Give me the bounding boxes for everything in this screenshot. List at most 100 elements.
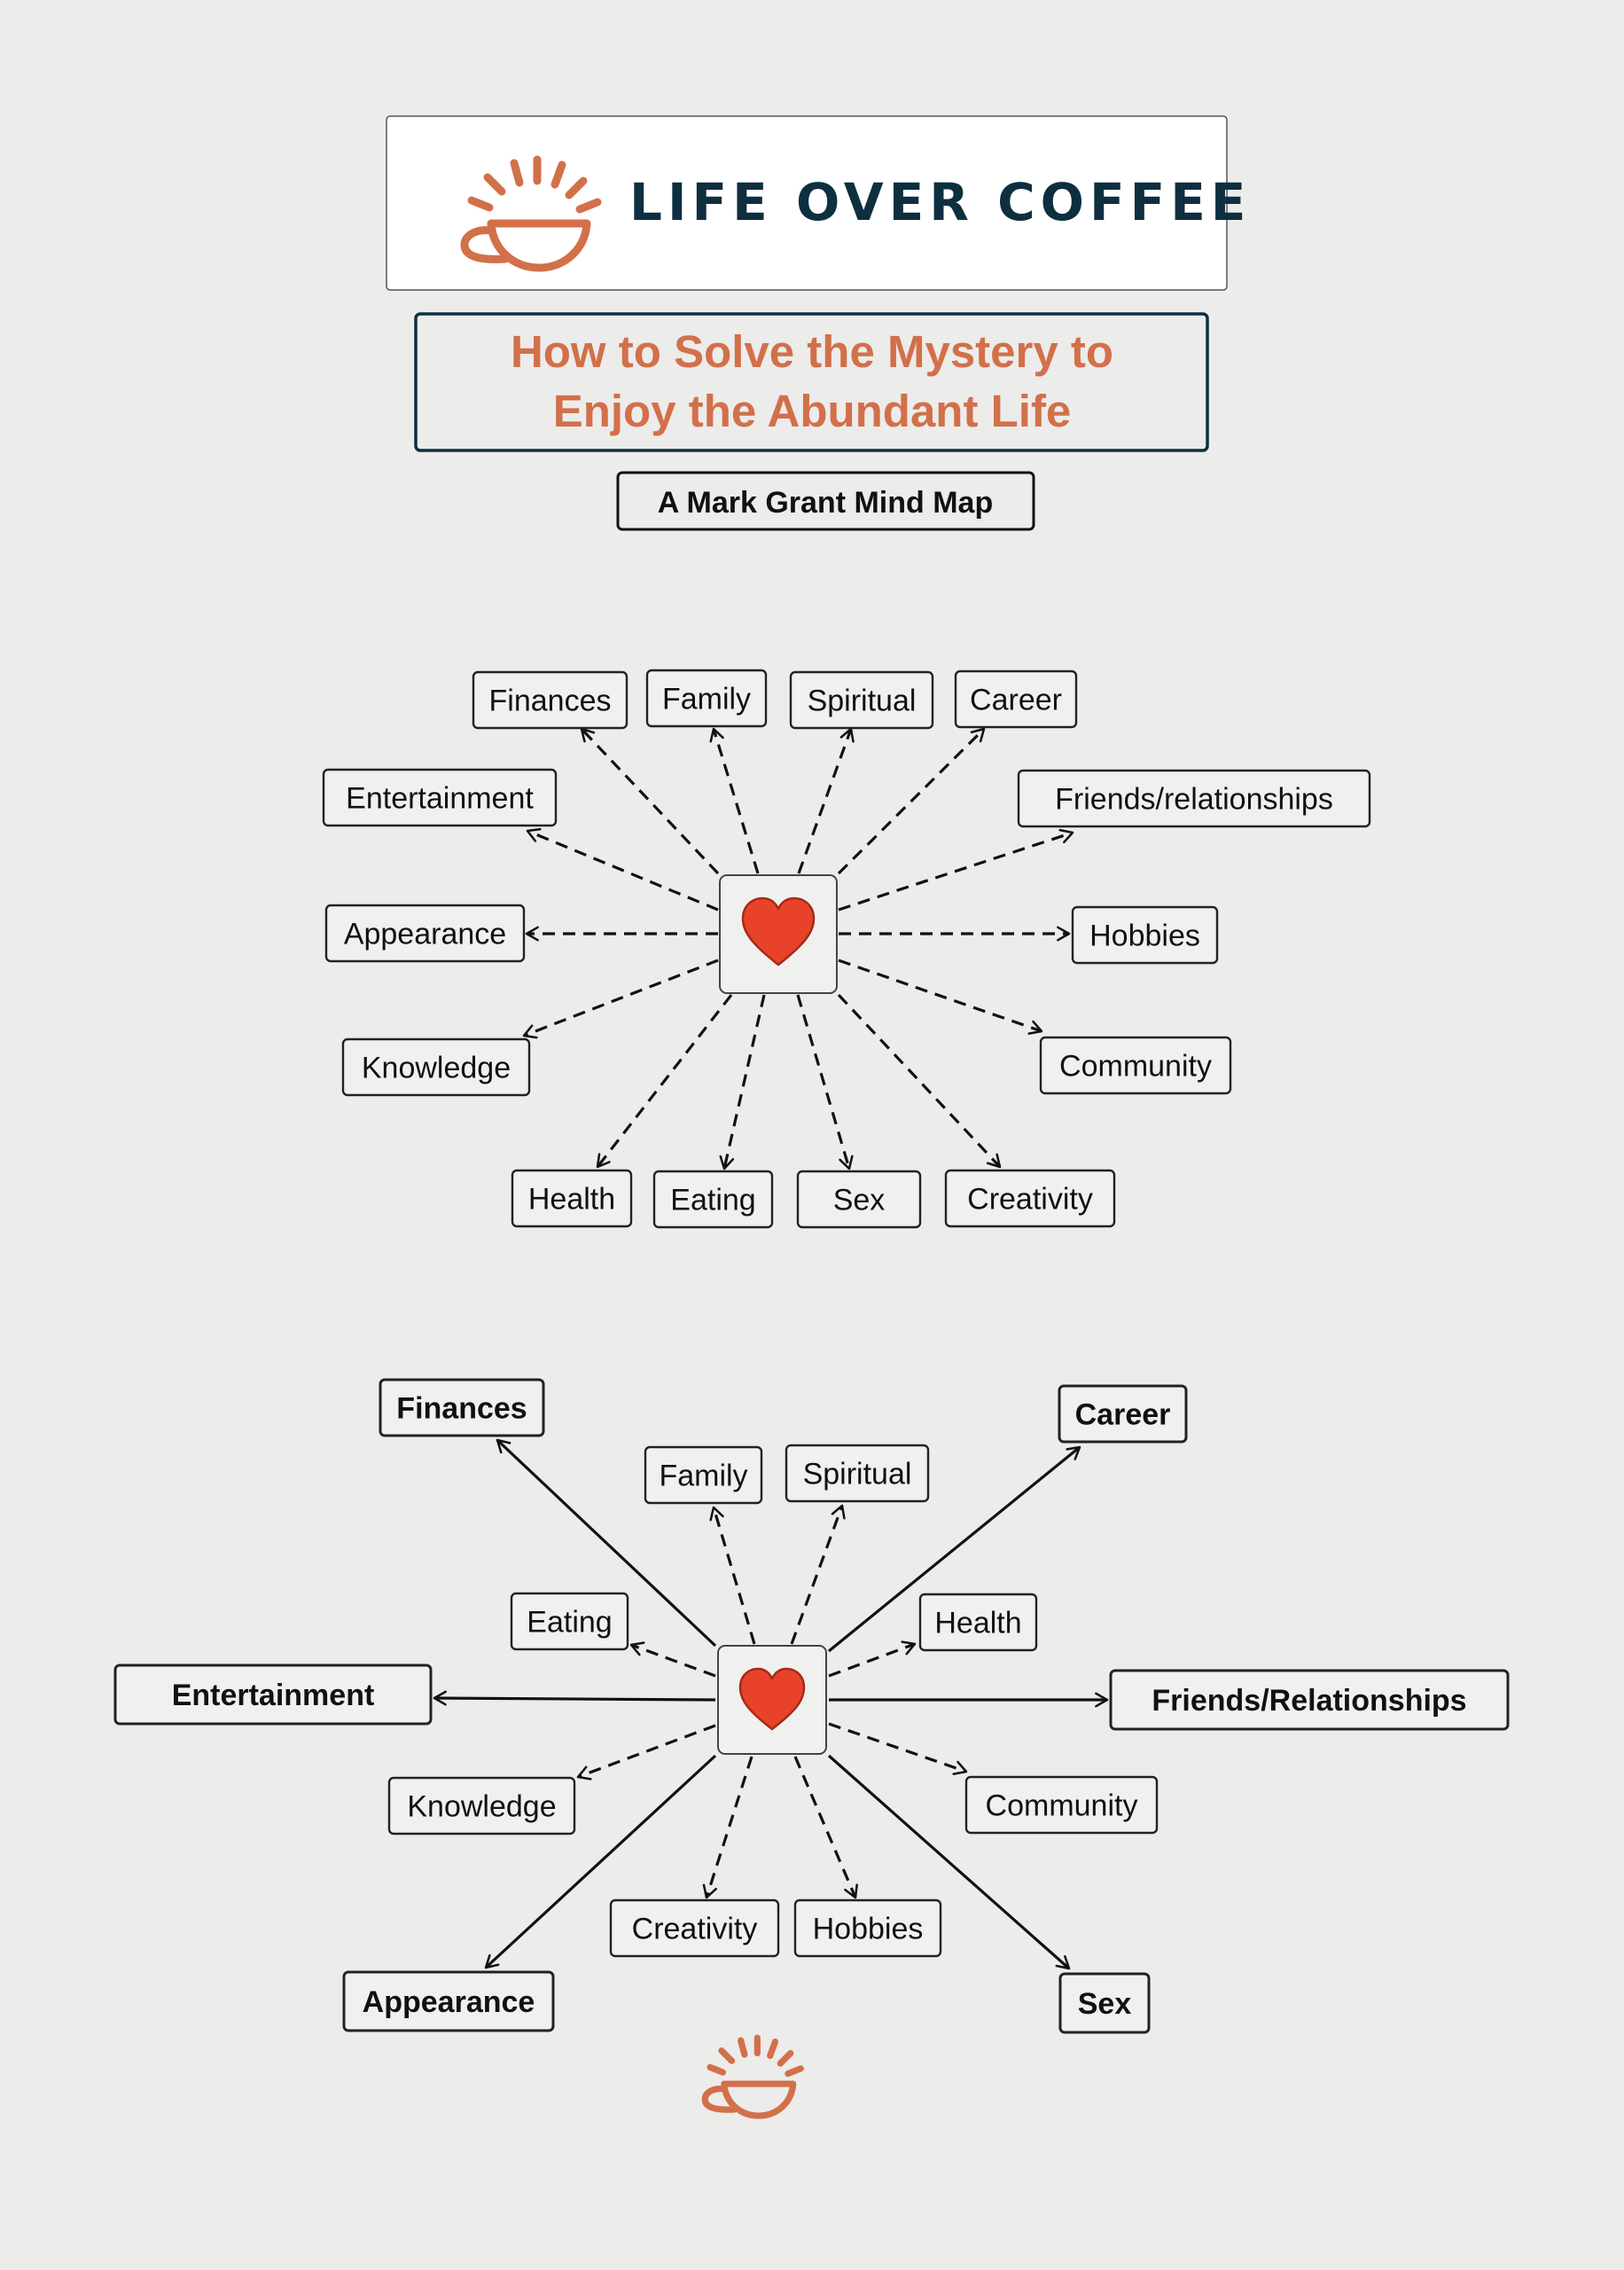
- map2-node-finances: Finances: [379, 1378, 545, 1437]
- map2-node-box: [379, 1378, 545, 1437]
- map1-node-career: Career: [954, 669, 1078, 729]
- map1-node-box: [1017, 769, 1371, 828]
- map2-node-sex: Sex: [1058, 1972, 1151, 2034]
- heart-icon: [738, 1667, 806, 1731]
- map1-node-box: [511, 1169, 633, 1228]
- map1-connector-sex: [796, 994, 854, 1170]
- map1-node-label: Entertainment: [346, 782, 534, 816]
- map2-node-label: Finances: [396, 1392, 527, 1426]
- map1-node-label: Hobbies: [1089, 920, 1200, 953]
- map1-node-box: [324, 904, 526, 963]
- map1-node-box: [1071, 905, 1219, 965]
- map1-connector-eating: [719, 994, 766, 1170]
- map1-node-label: Appearance: [344, 918, 506, 951]
- map2-node-spiritual: Spiritual: [785, 1444, 930, 1503]
- map1-connector-health: [596, 994, 733, 1169]
- map2-connector-community: [828, 1722, 968, 1775]
- map1-node-label: Eating: [670, 1184, 755, 1217]
- map2-connectors: [433, 1438, 1109, 1970]
- map2-node-box: [510, 1592, 629, 1651]
- map1-connectors: [522, 727, 1074, 1170]
- map2-node-label: Friends/Relationships: [1152, 1684, 1466, 1718]
- map2-connector-finances: [496, 1438, 717, 1648]
- map2-node-entertainment: Entertainment: [113, 1663, 433, 1726]
- map2-node-health: Health: [918, 1593, 1038, 1652]
- map1-node-family: Family: [645, 669, 768, 728]
- map1-node-box: [796, 1170, 922, 1229]
- map2-connector-appearance: [484, 1754, 717, 1969]
- map1-nodes: Finances Family Spiritual CareerEntertainme…: [322, 669, 1371, 1229]
- map1-node-sex: Sex: [796, 1170, 922, 1229]
- map1-connector-finances: [580, 727, 720, 875]
- title-box: How to Solve the Mystery to Enjoy the Ab…: [414, 312, 1209, 452]
- map1-node-label: Creativity: [967, 1183, 1093, 1217]
- map2-node-label: Appearance: [363, 1985, 535, 2019]
- map1-node-creativity: Creativity: [944, 1169, 1116, 1228]
- map1-node-spiritual: Spiritual: [789, 670, 934, 730]
- map2-connector-spiritual: [790, 1504, 846, 1645]
- map2-node-hobbies: Hobbies: [793, 1898, 942, 1958]
- title-line-2: Enjoy the Abundant Life: [553, 386, 1072, 436]
- map1-node-box: [954, 669, 1078, 729]
- map1-node-box: [322, 768, 558, 827]
- map1-node-knowledge: Knowledge: [341, 1037, 531, 1097]
- map1-node-appearance: Appearance: [324, 904, 526, 963]
- map1-node-box: [341, 1037, 531, 1097]
- map2-node-family: Family: [644, 1445, 763, 1505]
- map2-node-community: Community: [964, 1775, 1159, 1835]
- map2-node-label: Hobbies: [813, 1913, 924, 1946]
- map1-node-eating: Eating: [652, 1170, 774, 1229]
- map2-node-label: Creativity: [632, 1913, 758, 1946]
- map1-connector-entertainment: [526, 827, 719, 912]
- brand-name: LIFE OVER COFFEE: [629, 172, 1251, 232]
- map2-node-box: [342, 1970, 555, 2032]
- map1-node-label: Knowledge: [362, 1052, 511, 1085]
- map2-node-appearance: Appearance: [342, 1970, 555, 2032]
- map1-node-finances: Finances: [472, 670, 629, 730]
- map1-connector-career: [837, 727, 986, 875]
- map1-connector-friends-relationships: [838, 828, 1074, 912]
- map2-connector-health: [828, 1640, 917, 1678]
- map2-node-box: [113, 1663, 433, 1726]
- map2-node-box: [918, 1593, 1038, 1652]
- subtitle: A Mark Grant Mind Map: [658, 486, 993, 520]
- map2-node-career: Career: [1058, 1384, 1188, 1444]
- map2-connector-creativity: [702, 1756, 753, 1899]
- map1-node-hobbies: Hobbies: [1071, 905, 1219, 965]
- coffee-cup-sunrise-icon: [705, 2038, 800, 2116]
- map1-node-label: Health: [528, 1183, 615, 1217]
- map1-node-box: [789, 670, 934, 730]
- map2-node-label: Family: [659, 1460, 747, 1493]
- map2-node-label: Sex: [1078, 1987, 1132, 2021]
- map2-node-label: Community: [986, 1789, 1138, 1823]
- map1-node-health: Health: [511, 1169, 633, 1228]
- map1-node-label: Career: [970, 684, 1062, 717]
- map1-node-box: [472, 670, 629, 730]
- map2-connector-family: [709, 1506, 756, 1645]
- map2-node-box: [793, 1898, 942, 1958]
- map1-node-label: Community: [1059, 1050, 1212, 1084]
- map2-connector-knowledge: [576, 1724, 716, 1781]
- map2-center: [717, 1645, 827, 1755]
- map1-connector-creativity: [837, 993, 1002, 1169]
- brand-header: LIFE OVER COFFEE: [386, 115, 1251, 291]
- map2-node-friends-relationships: Friends/Relationships: [1109, 1669, 1510, 1731]
- map2-node-box: [1058, 1384, 1188, 1444]
- map2-node-box: [964, 1775, 1159, 1835]
- map1-node-label: Finances: [489, 685, 612, 718]
- map2-connector-hobbies: [793, 1756, 858, 1899]
- map1-node-box: [1039, 1036, 1232, 1095]
- map2-node-box: [1109, 1669, 1510, 1731]
- map1-node-label: Family: [662, 683, 751, 716]
- map1-node-label: Friends/relationships: [1055, 783, 1333, 817]
- map2-node-eating: Eating: [510, 1592, 629, 1651]
- map1-node-box: [652, 1170, 774, 1229]
- map2-node-label: Health: [934, 1607, 1021, 1640]
- map2-node-label: Knowledge: [407, 1790, 556, 1824]
- map1-connector-community: [838, 959, 1043, 1035]
- map1-node-entertainment: Entertainment: [322, 768, 558, 827]
- map2-node-box: [644, 1445, 763, 1505]
